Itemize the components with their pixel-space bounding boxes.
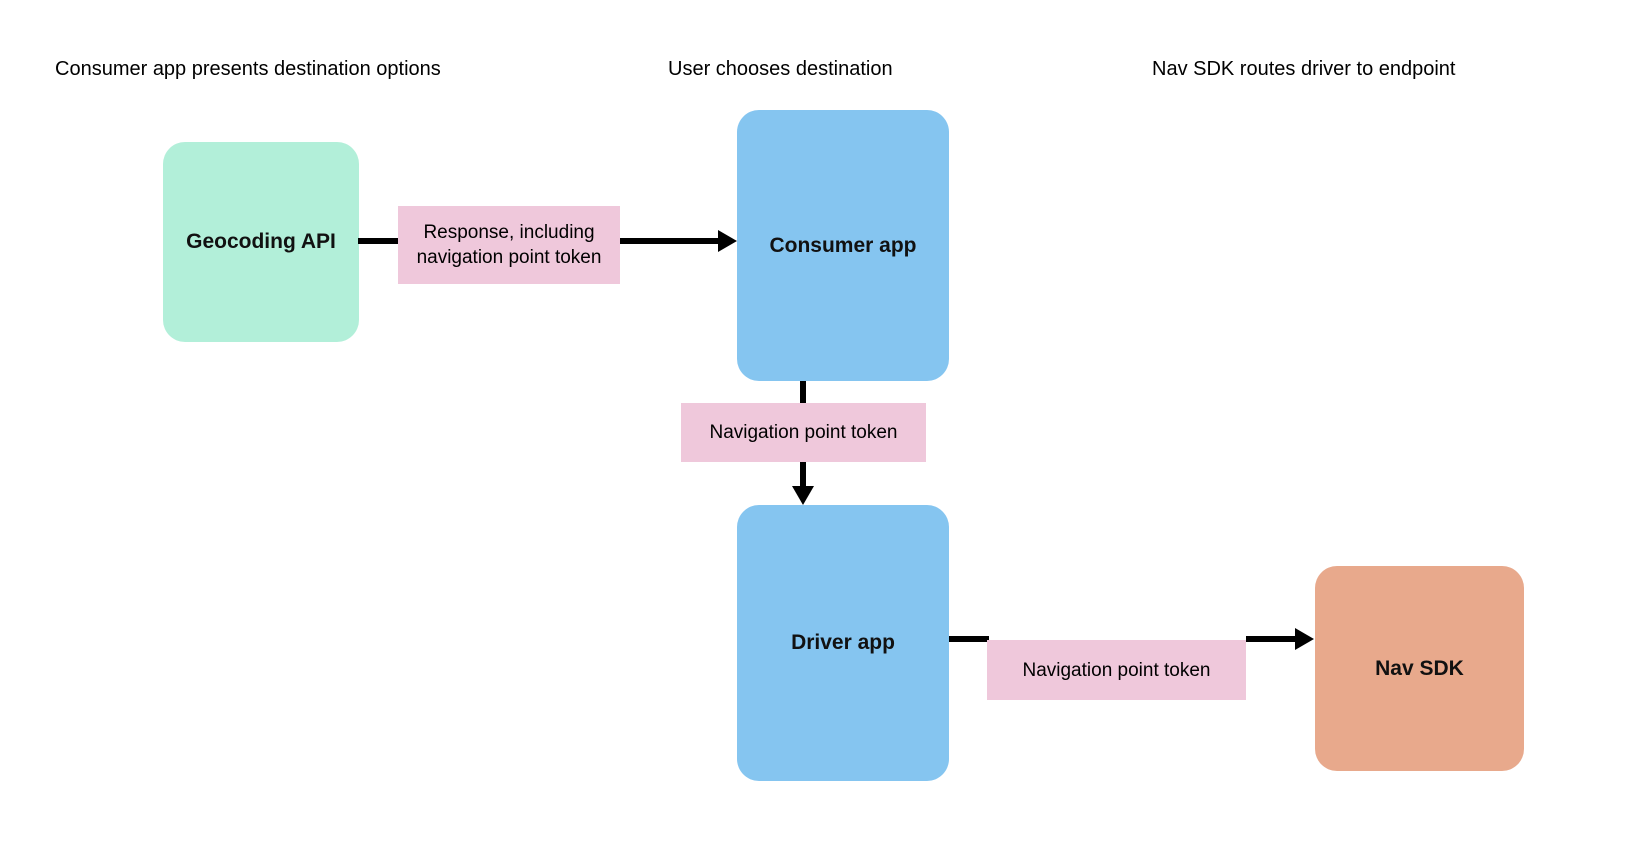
connector-token-label-to-nav-sdk xyxy=(1246,636,1298,642)
node-label-consumer-app: Consumer app xyxy=(769,233,917,257)
connector-token-label-to-driver-app xyxy=(800,461,806,493)
node-driver-app: Driver app xyxy=(737,505,949,781)
edge-label-text-token-vertical: Navigation point token xyxy=(709,422,898,443)
edge-label-text-token-horizontal: Navigation point token xyxy=(1022,659,1211,681)
connector-consumer-app-to-token-label xyxy=(800,381,806,405)
edge-label-navigation-point-token-driver-to-nav-sdk: Navigation point token xyxy=(987,640,1246,700)
column-heading-user-chooses-destination: User chooses destination xyxy=(668,58,893,80)
arrowhead-right-icon-to-nav-sdk xyxy=(1295,628,1314,650)
node-geocoding-api: Geocoding API xyxy=(163,142,359,342)
arrowhead-down-icon-to-driver-app xyxy=(792,486,814,505)
arrowhead-right-icon-to-consumer-app xyxy=(718,230,737,252)
node-consumer-app: Consumer app xyxy=(737,110,949,381)
connector-driver-app-to-token-label xyxy=(949,636,989,642)
connector-geocoding-api-to-response-label xyxy=(358,238,400,244)
edge-label-response-including-navigation-point-token: Response, including navigation point tok… xyxy=(398,206,620,284)
node-label-geocoding-api: Geocoding API xyxy=(186,230,336,253)
connector-response-label-to-consumer-app xyxy=(620,238,724,244)
column-heading-consumer-app-presents: Consumer app presents destination option… xyxy=(55,58,441,80)
edge-label-navigation-point-token-consumer-to-driver: Navigation point token xyxy=(681,403,926,462)
node-label-driver-app: Driver app xyxy=(791,631,895,654)
edge-label-text-response: Response, including navigation point tok… xyxy=(416,222,602,268)
node-nav-sdk: Nav SDK xyxy=(1315,566,1524,771)
column-heading-nav-sdk-routes-driver: Nav SDK routes driver to endpoint xyxy=(1152,58,1456,80)
node-label-nav-sdk: Nav SDK xyxy=(1375,656,1464,680)
